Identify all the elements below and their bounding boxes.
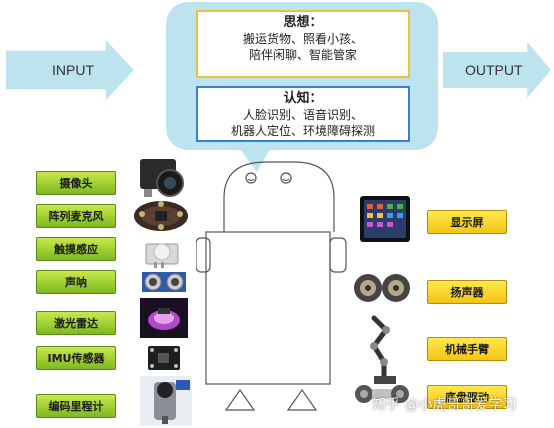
input-sonar-label: 声呐 <box>36 270 116 294</box>
speakers-icon <box>354 274 410 302</box>
cognition-box: 认知： 人脸识别、语音识别、 机器人定位、环境障碍探测 <box>196 86 410 142</box>
robot-left-eye <box>245 172 257 184</box>
input-imu-label: IMU传感器 <box>36 346 116 370</box>
cognition-line-1: 人脸识别、语音识别、 <box>242 108 363 122</box>
input-lidar-label: 激光雷达 <box>36 311 116 335</box>
robot-right-foot <box>286 388 318 411</box>
robot-body <box>205 231 331 385</box>
watermark-text: 知乎 @小虎哥哥爱学习 <box>372 397 517 413</box>
input-touch-label: 触摸感应 <box>36 237 116 261</box>
cognition-line-2: 机器人定位、环境障碍探测 <box>230 124 375 138</box>
thinking-line-2: 陪伴闲聊、智能管家 <box>248 48 357 62</box>
output-chassis-label: 底盘驱动 <box>427 385 507 409</box>
input-arrow: INPUT <box>6 40 134 100</box>
robot-right-eye <box>280 172 292 184</box>
input-camera-label: 摄像头 <box>36 171 116 195</box>
robot-outline <box>196 161 347 411</box>
cognition-title: 认知： <box>283 91 323 106</box>
robot-right-arm <box>329 237 347 273</box>
output-arrow: OUTPUT <box>443 42 551 98</box>
mic-array-board-icon <box>134 201 188 231</box>
output-display-label: 显示屏 <box>427 210 507 234</box>
thinking-line-1: 搬运货物、照看小孩、 <box>242 32 363 46</box>
input-label: INPUT <box>52 62 94 78</box>
imu-board-icon <box>148 346 180 370</box>
tablet-screen-icon <box>360 196 410 242</box>
robotic-arm-icon <box>370 315 396 384</box>
camera-module-icon <box>140 159 184 197</box>
input-mic-array-label: 阵列麦克风 <box>36 204 116 228</box>
output-arm-label: 机械手臂 <box>427 337 507 361</box>
robot-left-arm <box>196 237 211 273</box>
thinking-box: 思想： 搬运货物、照看小孩、 陪伴闲聊、智能管家 <box>196 10 410 78</box>
lidar-icon <box>140 298 188 338</box>
robot-head <box>223 161 335 232</box>
robot-left-smile <box>247 178 255 182</box>
touch-sensor-icon <box>145 243 179 268</box>
output-speaker-label: 扬声器 <box>427 280 507 304</box>
output-label: OUTPUT <box>465 62 523 78</box>
ultrasonic-sonar-icon <box>142 272 186 292</box>
robot-left-foot <box>224 388 256 411</box>
robot-right-smile <box>282 178 290 182</box>
input-encoder-label: 编码里程计 <box>36 394 116 418</box>
thinking-title: 思想： <box>283 15 323 30</box>
wheel-motors-icon <box>355 385 409 403</box>
encoder-motor-icon <box>140 376 192 426</box>
